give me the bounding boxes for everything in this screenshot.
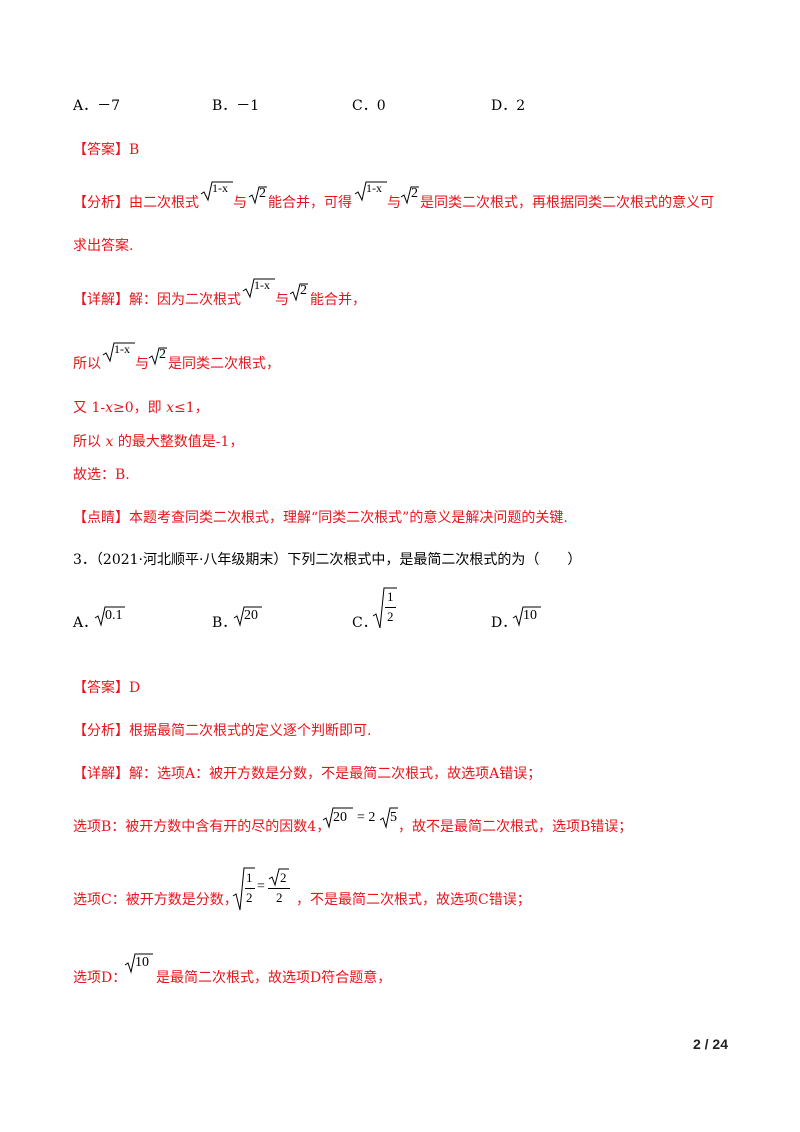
- q3-option-d-radical: 10: [512, 605, 542, 631]
- radicand: 5: [390, 810, 397, 825]
- radical-2: 2: [289, 282, 309, 306]
- q3-option-b-radical: 20: [233, 605, 263, 631]
- q3-option-d-label: D．: [491, 615, 517, 631]
- answer-value: B: [129, 142, 140, 158]
- answer-tag: 【答案】: [73, 142, 129, 158]
- math-sqrt20-equals-2sqrt5: 20 = 2 5: [322, 806, 398, 830]
- fraction-denominator: 2: [387, 609, 394, 624]
- question-stem: 3．（2021·河北顺平·八年级期末）下列二次根式中，是最简二次根式的为（ ）: [73, 552, 582, 568]
- equals-coefficient: = 2: [357, 810, 376, 825]
- radicand: 10: [523, 608, 537, 623]
- q3-option-c-radical: 1 2: [372, 586, 398, 634]
- q3-option-a-radical: 0.1: [94, 605, 126, 631]
- detail-text: ，不是最简二次根式，故选项C错误；: [296, 892, 531, 908]
- fraction-bar: [268, 888, 290, 889]
- variable-x: x: [166, 400, 174, 416]
- radicand: 2: [411, 186, 418, 201]
- detail-text: 与: [135, 356, 149, 372]
- analysis-tag: 【分析】: [73, 195, 129, 211]
- radicand: 20: [333, 810, 347, 825]
- detail-text: 解：因为二次根式: [129, 292, 241, 308]
- radical-2: 2: [148, 346, 168, 370]
- detail-text: 能合并，: [310, 292, 366, 308]
- radical-1-minus-x: 1-x: [102, 341, 136, 367]
- analysis-text-4: 与: [387, 195, 401, 211]
- fraction-bar: [385, 607, 396, 608]
- detail-text: 故选：B.: [73, 467, 130, 483]
- math-sqrt10: 10: [124, 952, 154, 978]
- detail-text: ≥0，即: [113, 400, 162, 416]
- radicand: 1-x: [366, 181, 382, 195]
- fraction-bar: [245, 888, 255, 889]
- radical-1-minus-x: 1-x: [200, 180, 234, 206]
- detail-tag: 【详解】: [73, 292, 129, 308]
- math-sqrt-half-equals: 1 2 = 2 2: [232, 866, 296, 912]
- radicand: 1-x: [212, 181, 228, 195]
- detail-text: 的最大整数值是-1，: [117, 434, 244, 450]
- answer-tag: 【答案】: [73, 680, 129, 696]
- detail-text: 解：选项A：被开方数是分数，不是最简二次根式，故选项A错误；: [129, 766, 542, 782]
- q3-option-c-label: C．: [352, 615, 377, 631]
- radicand: 20: [244, 608, 258, 623]
- fraction-numerator: 2: [280, 870, 287, 885]
- detail-text: 选项B：被开方数中含有开的尽的因数4，: [73, 819, 331, 835]
- variable-x: x: [105, 400, 113, 416]
- radicand: 2: [259, 186, 266, 201]
- detail-text: 选项D：: [73, 970, 127, 986]
- radical-1-minus-x: 1-x: [354, 180, 388, 206]
- answer-value: D: [129, 680, 141, 696]
- radicand: 10: [135, 955, 149, 970]
- radicand: 2: [300, 283, 307, 298]
- analysis-text-5: 是同类二次根式，再根据同类二次根式的意义可: [420, 195, 714, 211]
- variable-x: x: [105, 434, 114, 450]
- radicand: 2: [159, 347, 166, 362]
- radical-2: 2: [248, 185, 268, 209]
- fraction-denominator: 2: [276, 890, 283, 905]
- analysis-text-6: 求出答案.: [73, 238, 134, 254]
- q2-option-a: A．－7: [73, 98, 121, 114]
- detail-text: 所以: [73, 434, 101, 450]
- detail-text: 选项C：被开方数是分数，: [73, 892, 238, 908]
- fraction-numerator: 1: [246, 870, 253, 885]
- detail-text: 与: [275, 292, 289, 308]
- detail-text: ，故不是最简二次根式，选项B错误；: [398, 819, 633, 835]
- comment-tag: 【点睛】: [73, 510, 129, 526]
- detail-text: 又 1-: [73, 400, 106, 416]
- fraction-denominator: 2: [246, 890, 253, 905]
- q2-option-d: D．2: [491, 98, 526, 114]
- page-number: 2 / 24: [692, 1036, 728, 1052]
- analysis-text-1: 由二次根式: [129, 195, 199, 211]
- comment-text: 本题考查同类二次根式，理解“同类二次根式”的意义是解决问题的关键.: [129, 510, 568, 526]
- analysis-text: 根据最简二次根式的定义逐个判断即可.: [129, 723, 372, 739]
- q3-option-a-label: A．: [73, 615, 98, 631]
- detail-text: 是最简二次根式，故选项D符合题意，: [156, 970, 392, 986]
- radicand: 1-x: [254, 278, 270, 292]
- detail-tag: 【详解】: [73, 766, 129, 782]
- analysis-text-3: 能合并，可得: [268, 195, 352, 211]
- fraction-numerator: 1: [387, 589, 394, 604]
- detail-text: 是同类二次根式，: [168, 356, 280, 372]
- q3-option-b-label: B．: [212, 615, 237, 631]
- radical-2: 2: [400, 185, 420, 209]
- q2-option-b: B．－1: [212, 98, 260, 114]
- radicand: 0.1: [105, 608, 123, 623]
- analysis-tag: 【分析】: [73, 723, 129, 739]
- detail-text: 所以: [73, 356, 101, 372]
- analysis-text-2: 与: [233, 195, 247, 211]
- detail-text: ≤1，: [174, 400, 209, 416]
- radicand: 1-x: [114, 342, 130, 356]
- equals-sign: =: [257, 879, 265, 894]
- q2-option-c: C．0: [352, 98, 386, 114]
- radical-1-minus-x: 1-x: [242, 277, 276, 303]
